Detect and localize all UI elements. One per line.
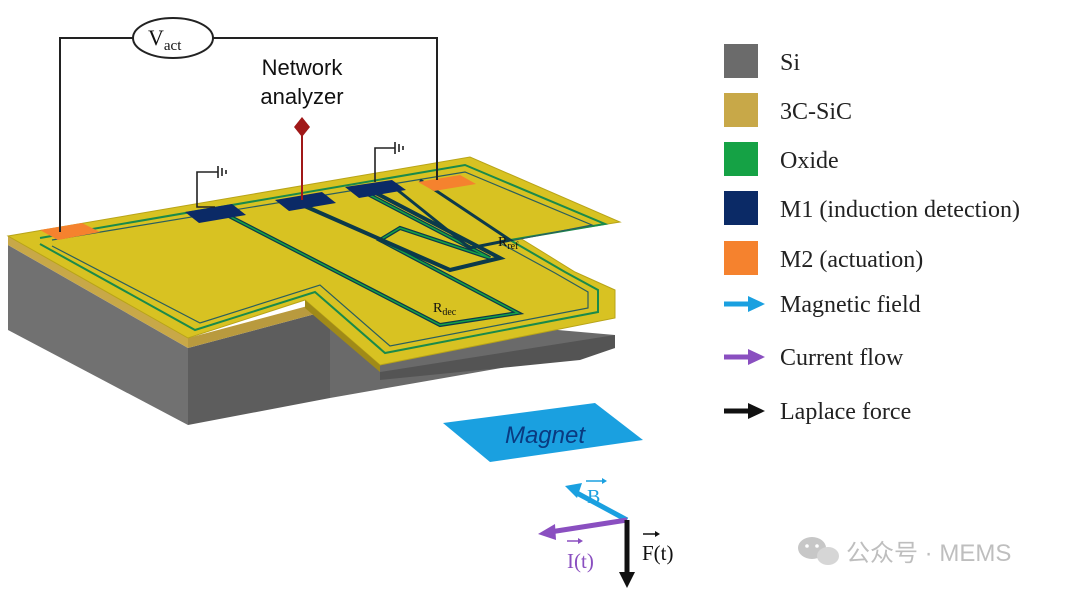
m1-pad-right: [345, 180, 406, 198]
m1-pad-left: [185, 204, 246, 223]
watermark: 公众号 · MEMS: [798, 537, 1011, 567]
rref-label: Rref: [498, 235, 519, 252]
detection-loops: [224, 178, 525, 328]
vact-source-icon: [132, 17, 214, 59]
pads: [40, 175, 476, 240]
legend-label-3c-sic: 3C-SiC: [780, 99, 852, 125]
vact-wire-right: [213, 37, 438, 180]
legend-label-current-flow: Current flow: [780, 345, 904, 371]
si-front-face-left: [8, 245, 188, 425]
legend-arrow-current-flow-icon: [724, 349, 765, 365]
legend-arrow-laplace-force-icon: [724, 403, 765, 419]
si-front-face-center: [188, 310, 330, 425]
network-analyzer-label-line2: analyzer: [260, 84, 343, 109]
f-vector-label: F(t): [642, 531, 674, 565]
m2-pad-right: [418, 175, 476, 191]
m2-pad-left: [40, 223, 100, 240]
si-right-face: [380, 290, 615, 380]
wechat-icon: [798, 537, 839, 565]
svg-text:I(t): I(t): [567, 549, 594, 573]
magnet-block: [443, 403, 643, 462]
svg-text:F(t): F(t): [642, 541, 674, 565]
legend-label-si: Si: [780, 50, 800, 76]
legend-label-magnetic-field: Magnetic field: [780, 292, 921, 318]
b-arrow-icon: [565, 483, 582, 498]
legend-swatch-m2: [724, 241, 758, 275]
legend-label-oxide: Oxide: [780, 148, 839, 174]
rref-trace: [299, 188, 506, 273]
legend-label-m2: M2 (actuation): [780, 247, 923, 273]
network-analyzer: Network analyzer: [260, 55, 344, 200]
ground-left: [196, 166, 227, 208]
sic-edge-center: [188, 300, 330, 348]
legend-swatch-oxide: [724, 142, 758, 176]
f-arrow-icon: [619, 572, 635, 588]
force-vectors: B I(t) F(t): [538, 478, 674, 588]
legend-label-m1: M1 (induction detection): [780, 197, 1020, 223]
ground-right: [374, 142, 404, 182]
probe-tip-icon: [294, 117, 310, 137]
legend-label-laplace-force: Laplace force: [780, 399, 911, 425]
oxide-perimeter-trace: [39, 163, 609, 355]
legend-swatch-si: [724, 44, 758, 78]
svg-text:B: B: [587, 486, 600, 508]
vact-wire-left: [59, 37, 133, 232]
b-vector-label: B: [586, 478, 607, 508]
legend-swatch-3c-sic: [724, 93, 758, 127]
notch-step: [305, 300, 380, 372]
m1-pad-center: [275, 192, 336, 211]
sic-edge-left: [8, 236, 188, 348]
watermark-text: 公众号 · MEMS: [846, 540, 1011, 567]
i-vector-label: I(t): [567, 538, 594, 573]
legend-swatch-m1: [724, 191, 758, 225]
magnet: Magnet: [443, 403, 643, 462]
network-analyzer-label-line1: Network: [262, 55, 344, 80]
magnet-label: Magnet: [505, 422, 586, 449]
legend-arrow-magnetic-field-icon: [724, 296, 765, 312]
rdec-label: Rdec: [433, 301, 457, 318]
rref-trace-2: [394, 178, 514, 250]
vact-label: Vact: [148, 25, 182, 54]
legend: Si 3C-SiC Oxide M1 (induction detection)…: [724, 44, 1020, 425]
i-arrow-icon: [538, 524, 556, 540]
vact-circuit: Vact: [59, 17, 438, 232]
oxide-perimeter-trace-inner: [51, 171, 595, 347]
